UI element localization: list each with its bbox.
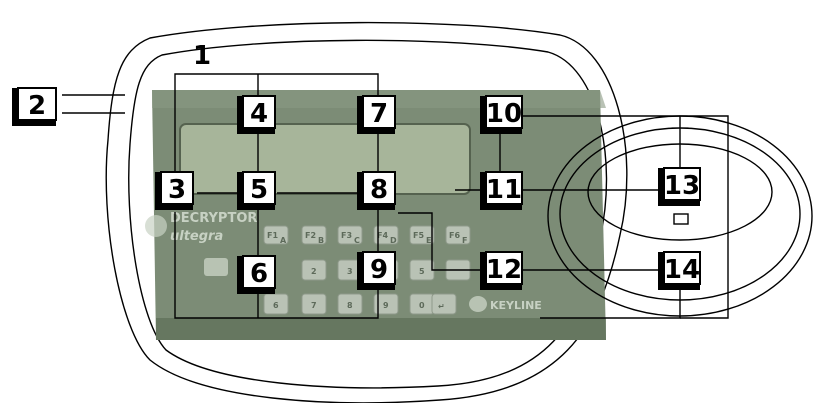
callout-number: 13	[664, 171, 700, 201]
callout-number: 7	[370, 99, 388, 129]
function-key-label: F3	[341, 231, 352, 240]
number-key-7: 7	[302, 294, 326, 314]
callout-5: 5	[237, 172, 275, 210]
function-key-sublabel: D	[390, 236, 397, 245]
brand-name: DECRYPTOR	[170, 211, 257, 226]
function-key-label: F2	[305, 231, 316, 240]
brand-model: ultegra	[170, 229, 223, 244]
callout-number: 3	[168, 175, 186, 205]
function-key-sublabel: B	[318, 236, 324, 245]
callout-number: 8	[370, 175, 388, 205]
number-key-5: 5	[410, 260, 434, 280]
callout-4: 4	[237, 96, 275, 134]
number-key-label: 6	[273, 301, 279, 310]
callout-12: 12	[480, 252, 522, 290]
function-key-sublabel: C	[354, 236, 360, 245]
number-key-label: 3	[347, 267, 353, 276]
callout-9: 9	[357, 252, 395, 290]
function-key-f1: F1A	[264, 226, 288, 245]
number-key-label: 9	[383, 301, 389, 310]
callout-10: 10	[480, 96, 522, 134]
callout-number: 4	[250, 99, 268, 129]
callout-14: 14	[658, 252, 700, 290]
manufacturer-name: KEYLINE	[490, 299, 542, 312]
callout-2: 2	[12, 88, 56, 126]
callout-number: 14	[664, 255, 700, 285]
callout-number: 5	[250, 175, 268, 205]
number-key-label: 7	[311, 301, 317, 310]
function-key-label: F1	[267, 231, 278, 240]
keyline-logo-icon	[469, 296, 487, 312]
number-key-8: 8	[338, 294, 362, 314]
callout-13: 13	[658, 168, 700, 206]
function-key-f6: F6F	[446, 226, 470, 245]
callout-number: 11	[486, 175, 522, 205]
callout-7: 7	[357, 96, 395, 134]
number-key-label: 8	[347, 301, 353, 310]
brand-logo-icon	[145, 215, 167, 237]
function-key-f2: F2B	[302, 226, 326, 245]
callout-number: 12	[486, 255, 522, 285]
callout-number: 2	[28, 91, 46, 121]
enter-key: ↵	[432, 294, 456, 314]
callout-3: 3	[155, 172, 193, 210]
number-key-0: 0	[410, 294, 434, 314]
function-key-label: F4	[377, 231, 388, 240]
callout-number: 9	[370, 255, 388, 285]
number-key-label: 0	[419, 301, 425, 310]
function-key-label: F6	[449, 231, 460, 240]
callout-number: 6	[250, 259, 268, 289]
number-key-6: 6	[264, 294, 288, 314]
callout-8: 8	[357, 172, 395, 210]
callout-6: 6	[237, 256, 275, 294]
function-key-label: F5	[413, 231, 424, 240]
function-key-sublabel: E	[426, 236, 431, 245]
callout-1: 1	[193, 41, 211, 71]
number-key-2: 2	[302, 260, 326, 280]
lcd-display	[180, 124, 470, 194]
function-key-f3: F3C	[338, 226, 362, 245]
book-icon	[204, 258, 228, 276]
function-key-f5: F5E	[410, 226, 434, 245]
function-key-sublabel: F	[462, 236, 467, 245]
callout-number: 10	[486, 99, 522, 129]
callout-11: 11	[480, 172, 522, 210]
number-key-label: 5	[419, 267, 425, 276]
enter-key-label: ↵	[438, 302, 445, 311]
function-key-sublabel: A	[280, 236, 287, 245]
number-key-label: 2	[311, 267, 317, 276]
